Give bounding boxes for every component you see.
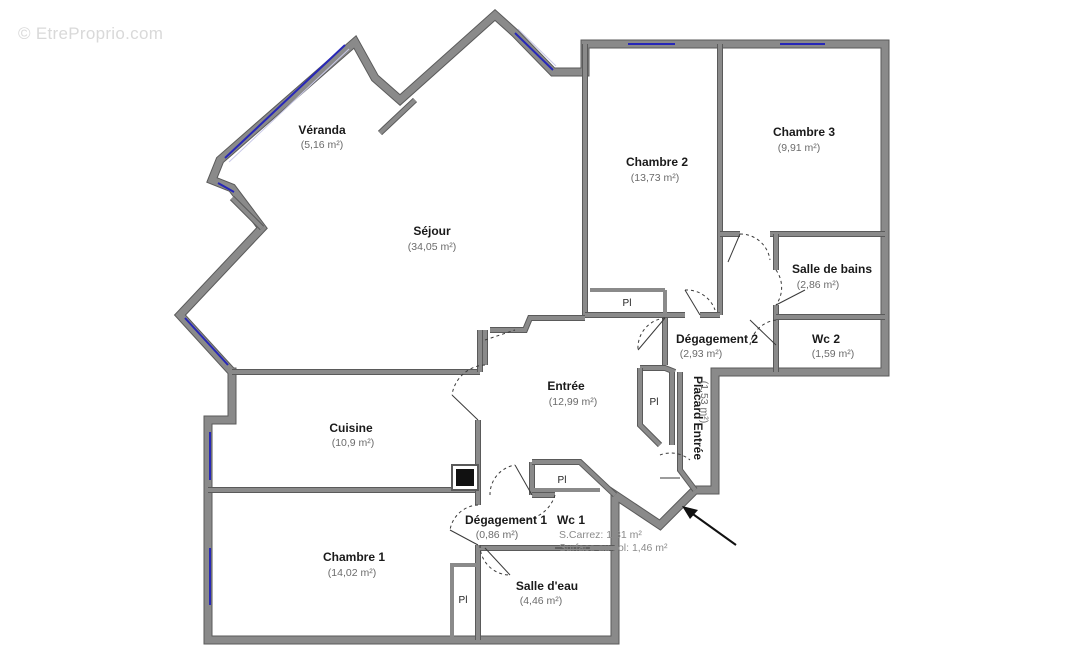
room-cuisine-name: Cuisine	[329, 421, 373, 435]
room-entree-name: Entrée	[547, 379, 585, 393]
room-chambre3-area: (9,91 m²)	[778, 142, 821, 154]
room-placard-entree-name: Placard Entrée	[691, 376, 705, 460]
room-chambre3-name: Chambre 3	[773, 125, 835, 139]
room-degagement1-name: Dégagement 1	[465, 513, 547, 527]
room-chambre1-area: (14,02 m²)	[328, 567, 376, 579]
watermark: © EtreProprio.com	[18, 24, 164, 43]
room-chambre2-area: (13,73 m²)	[631, 172, 679, 184]
windows	[184, 28, 825, 605]
room-entree-area: (12,99 m²)	[549, 396, 597, 408]
room-placard-entree-area: (1,53 m²)	[698, 381, 710, 424]
room-chambre2-name: Chambre 2	[626, 155, 688, 169]
room-degagement2-name: Dégagement 2	[676, 332, 758, 346]
room-wc2-area: (1,59 m²)	[812, 348, 855, 360]
room-wc1-name: Wc 1	[557, 513, 585, 527]
placard-chambre1-label: Pl	[459, 595, 468, 606]
room-degagement2-area: (2,93 m²)	[680, 348, 723, 360]
room-veranda-name: Véranda	[298, 123, 346, 137]
room-chambre1-name: Chambre 1	[323, 550, 385, 564]
room-veranda-area: (5,16 m²)	[301, 139, 344, 151]
room-sejour-name: Séjour	[413, 224, 451, 238]
doors	[449, 233, 806, 576]
room-wc1-carrez: S.Carrez: 1,31 m²	[559, 529, 642, 541]
placard-chambre2-label: Pl	[623, 298, 632, 309]
room-salle-de-bains-name: Salle de bains	[792, 262, 872, 276]
room-sejour-area: (34,05 m²)	[408, 241, 456, 253]
room-degagement1-area: (0,86 m²)	[476, 529, 519, 541]
room-cuisine-area: (10,9 m²)	[332, 437, 375, 449]
room-wc1-surface-sol: Surface au sol: 1,46 m²	[559, 542, 668, 554]
placard-wc1-label: Pl	[558, 475, 567, 486]
arrow-icon	[682, 506, 737, 546]
room-salle-eau-name: Salle d'eau	[516, 579, 578, 593]
interior-walls	[208, 44, 885, 640]
placard-entree-label: Pl	[650, 397, 659, 408]
room-salle-eau-area: (4,46 m²)	[520, 595, 563, 607]
room-wc2-name: Wc 2	[812, 332, 840, 346]
room-salle-de-bains-area: (2,86 m²)	[797, 279, 840, 291]
